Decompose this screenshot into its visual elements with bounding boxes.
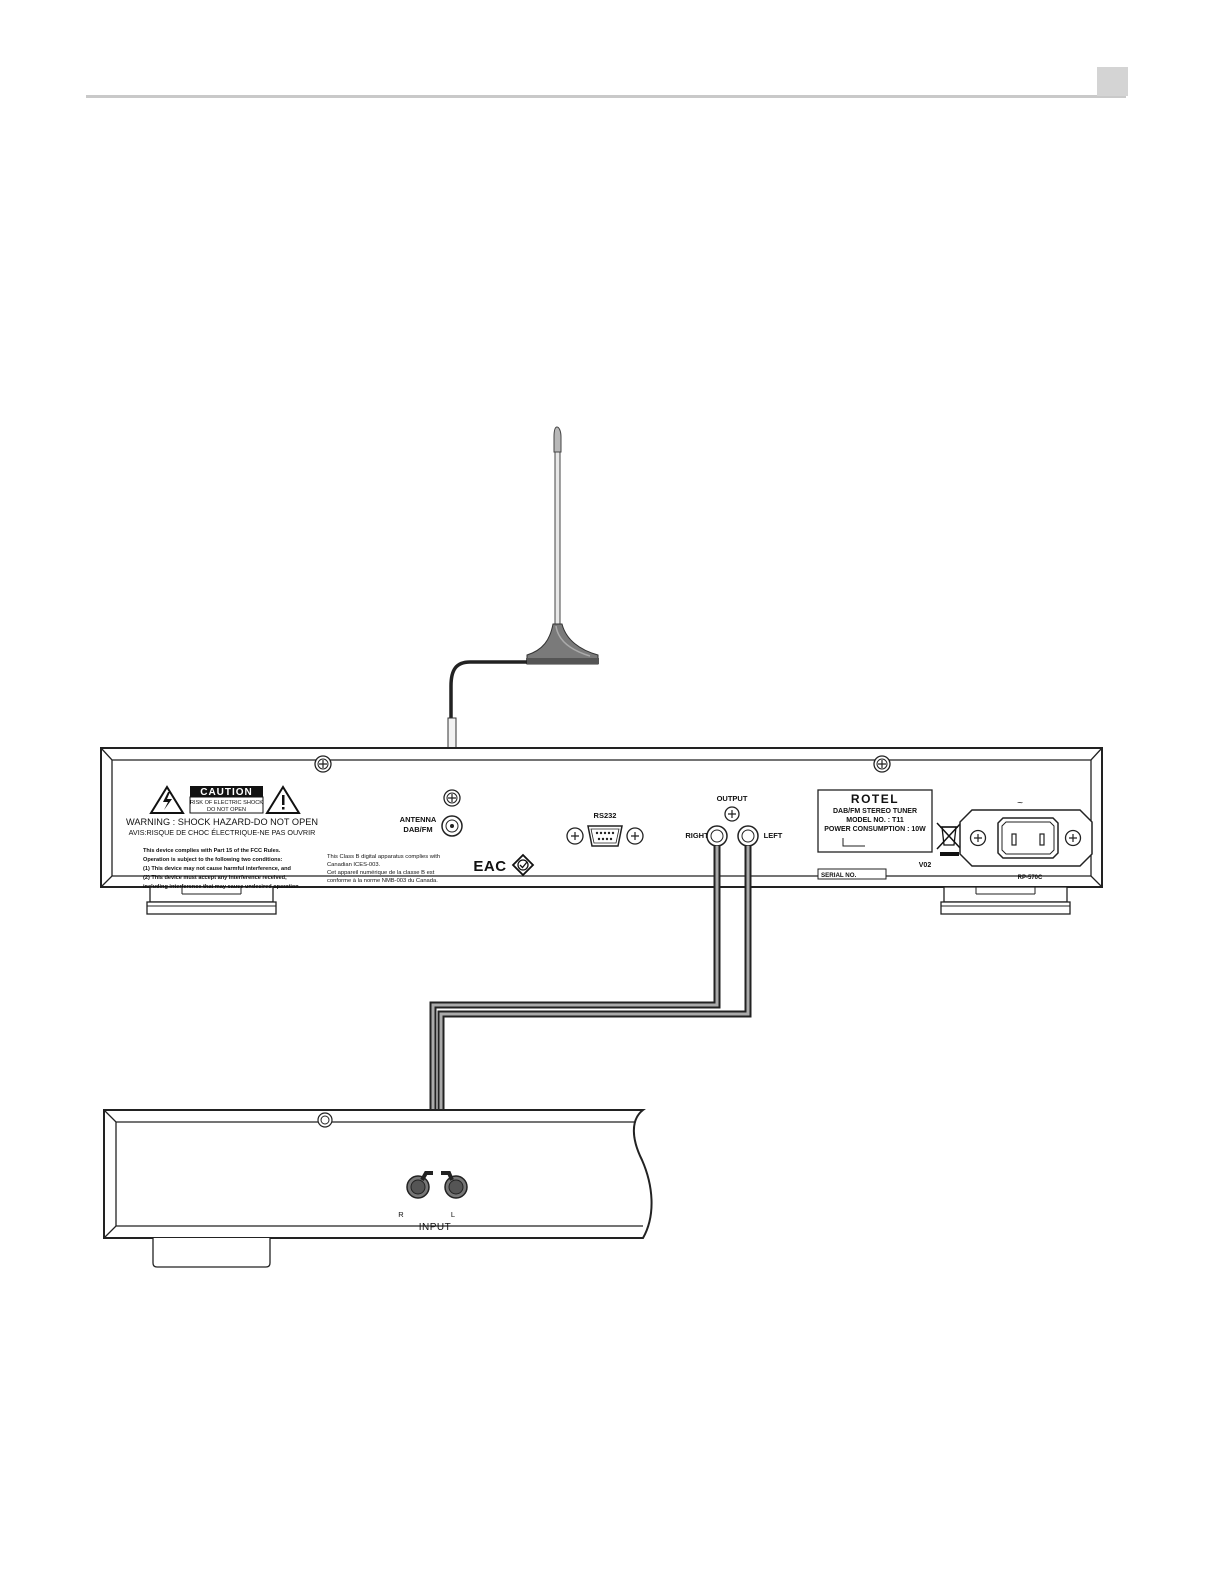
warning-english: WARNING : SHOCK HAZARD-DO NOT OPEN: [126, 817, 318, 827]
amplifier-top-screw: [317, 1112, 333, 1128]
antenna-icon: [443, 426, 599, 781]
top-screw-right: [873, 755, 891, 773]
rca-cable: [429, 846, 752, 1173]
input-label: INPUT: [419, 1222, 452, 1233]
version-code: V02: [919, 862, 932, 869]
fcc-line-5: including interference that may cause un…: [143, 884, 301, 890]
power-inlet-code: RP-570C: [1018, 875, 1043, 881]
ices-notice: This Class B digital apparatus complies …: [327, 854, 440, 884]
exclamation-warning-icon: [282, 795, 285, 805]
fcc-line-1: This device complies with Part 15 of the…: [143, 848, 281, 854]
shock-risk-line1: RISK OF ELECTRIC SHOCK: [190, 800, 263, 806]
antenna-label-line1: ANTENNA: [400, 815, 437, 824]
shock-risk-line2: DO NOT OPEN: [207, 807, 246, 813]
output-jacks: OUTPUT RIGHT LEFT: [685, 794, 783, 847]
tuner-foot-left: [146, 886, 277, 915]
warning-panel: CAUTION RISK OF ELECTRIC SHOCK DO NOT OP…: [126, 785, 318, 890]
caution-heading: CAUTION: [200, 787, 253, 798]
power-consumption: POWER CONSUMPTION : 10W: [824, 826, 926, 833]
output-label: OUTPUT: [717, 794, 748, 803]
top-screw-left: [314, 755, 332, 773]
eac-mark: EAC: [473, 858, 506, 875]
amplifier-foot: [152, 1238, 271, 1268]
tuner-rear-panel: [100, 747, 1103, 888]
serial-number-label: SERIAL NO.: [821, 872, 857, 879]
input-l-label: L: [451, 1210, 455, 1219]
fcc-line-4: (2) This device must accept any interfer…: [143, 875, 287, 881]
model-number: MODEL NO. : T11: [846, 817, 904, 824]
rs232-label: RS232: [594, 811, 617, 820]
ices-line-2: Canadian ICES-003.: [327, 862, 381, 868]
product-name: DAB/FM STEREO TUNER: [833, 808, 917, 815]
rcm-compliance-icon: [511, 853, 535, 877]
input-r-label: R: [398, 1210, 404, 1219]
brand-name: ROTEL: [851, 792, 899, 806]
power-inlet: ~ RP-570C: [959, 798, 1093, 881]
rating-label: ROTEL DAB/FM STEREO TUNER MODEL NO. : T1…: [817, 789, 933, 853]
ices-line-3: Cet appareil numérique de la classe B es…: [327, 870, 435, 876]
output-left-label: LEFT: [764, 831, 783, 840]
antenna-jack: ANTENNA DAB/FM: [400, 789, 463, 837]
antenna-label-line2: DAB/FM: [403, 825, 432, 834]
tuner-foot-right: [940, 886, 1071, 915]
ices-line-4: conforme à la norme NMB-003 du Canada.: [327, 878, 438, 884]
page-number-tab: [1097, 67, 1128, 96]
ac-symbol: ~: [1017, 798, 1023, 809]
rs232-port: RS232: [566, 811, 644, 847]
serial-label: SERIAL NO.: [817, 868, 887, 880]
warning-french: AVIS:RISQUE DE CHOC ÉLECTRIQUE-NE PAS OU…: [129, 828, 316, 837]
fcc-line-3: (1) This device may not cause harmful in…: [143, 866, 292, 872]
output-right-label: RIGHT: [685, 831, 709, 840]
lightning-warning-icon: [163, 792, 172, 810]
weee-recycle-icon: [936, 822, 962, 856]
ices-line-1: This Class B digital apparatus complies …: [327, 854, 440, 860]
header-rule: [86, 95, 1126, 98]
amplifier-rear-panel: R L INPUT: [103, 1109, 653, 1268]
fcc-line-2: Operation is subject to the following tw…: [143, 857, 283, 863]
